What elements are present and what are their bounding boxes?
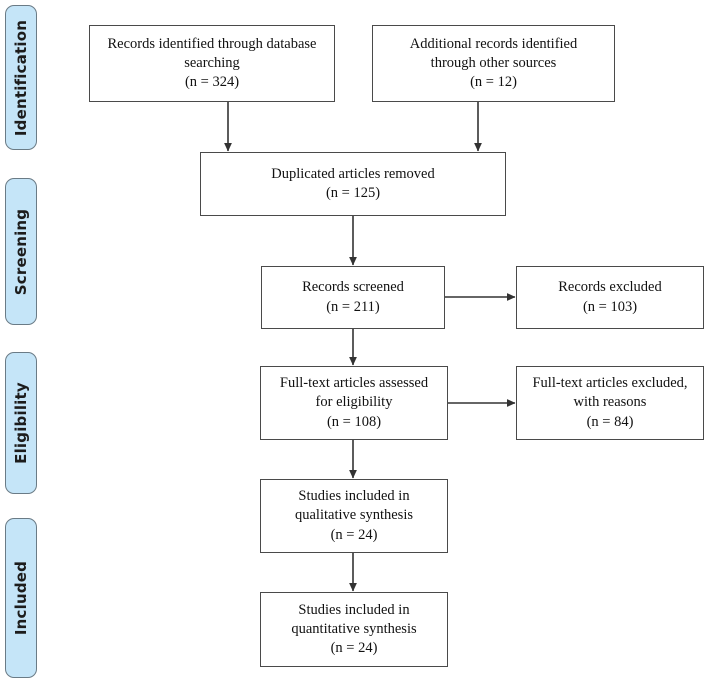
box-fulltext-articles-assessed: Full-text articles assessed for eligibil… [260,366,448,440]
box-fulltext-articles-assessed-text: Full-text articles assessed for eligibil… [279,375,429,430]
box-studies-qualitative-synthesis-text: Studies included in qualitative synthesi… [295,488,413,543]
box-studies-qualitative-synthesis: Studies included in qualitative synthesi… [260,479,448,553]
stage-label-identification: Identification [5,5,37,150]
box-additional-records-other-sources: Additional records identified through ot… [372,25,615,102]
stage-label-screening: Screening [5,178,37,325]
box-records-identified-database: Records identified through database sear… [89,25,335,102]
stage-label-identification-text: Identification [12,19,30,136]
box-studies-quantitative-synthesis: Studies included in quantitative synthes… [260,592,448,667]
stage-label-eligibility: Eligibility [5,352,37,494]
box-records-excluded-text: Records excluded (n = 103) [558,279,662,315]
box-duplicated-articles-removed: Duplicated articles removed (n = 125) [200,152,506,216]
stage-label-included: Included [5,518,37,678]
box-fulltext-articles-excluded-text: Full-text articles excluded, with reason… [532,375,688,430]
stage-label-included-text: Included [12,560,30,636]
box-records-screened: Records screened (n = 211) [261,266,445,329]
box-fulltext-articles-excluded: Full-text articles excluded, with reason… [516,366,704,440]
box-additional-records-other-sources-text: Additional records identified through ot… [409,35,578,91]
box-records-identified-database-text: Records identified through database sear… [107,35,317,91]
stage-label-eligibility-text: Eligibility [12,382,30,464]
box-studies-quantitative-synthesis-text: Studies included in quantitative synthes… [291,601,417,657]
box-records-excluded: Records excluded (n = 103) [516,266,704,329]
stage-label-screening-text: Screening [12,208,30,295]
box-duplicated-articles-removed-text: Duplicated articles removed (n = 125) [271,165,435,201]
box-records-screened-text: Records screened (n = 211) [302,279,404,315]
